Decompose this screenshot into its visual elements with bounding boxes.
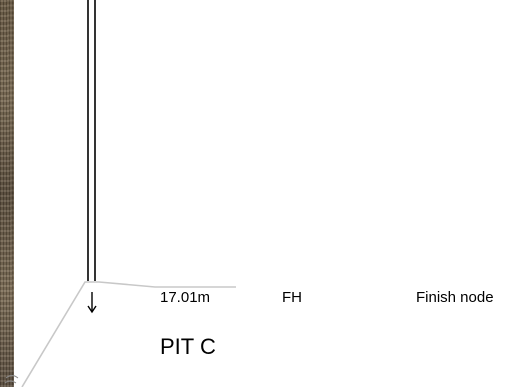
level-label: 17.01m bbox=[160, 289, 211, 306]
pit-name-label: PIT C bbox=[160, 334, 216, 359]
ground-profile-line bbox=[21, 281, 236, 387]
terrain-mark bbox=[4, 375, 19, 384]
code-label: FH bbox=[282, 289, 302, 306]
terrain-texture-strip bbox=[0, 0, 14, 387]
down-arrow-icon bbox=[87, 292, 97, 314]
node-type-label: Finish node bbox=[416, 289, 494, 306]
